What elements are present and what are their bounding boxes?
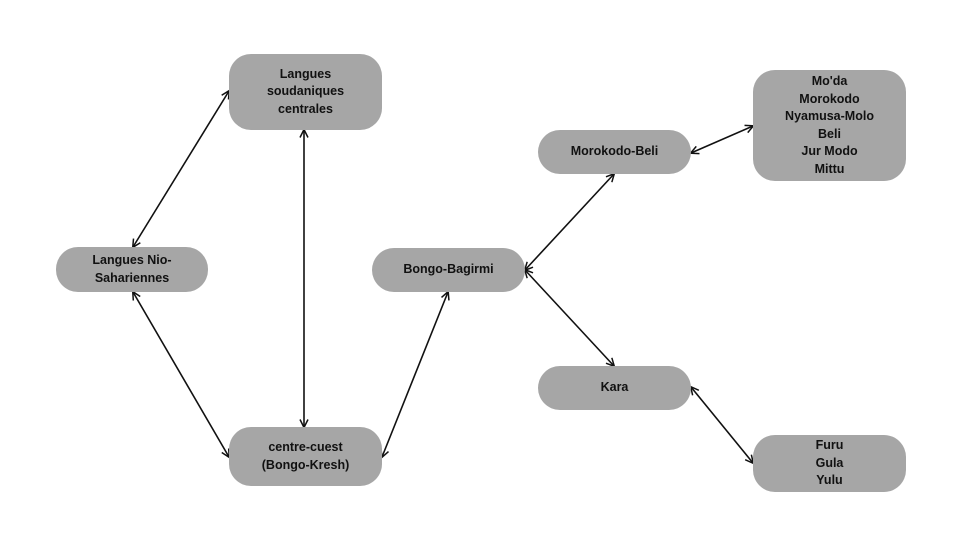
node-text-line: Kara <box>600 380 629 395</box>
node-kara: Kara <box>538 366 691 410</box>
node-text-line: soudaniques <box>266 84 345 99</box>
node-text-line: Beli <box>818 126 841 141</box>
node-centre-cuest: centre-cuest (Bongo-Kresh) <box>229 427 382 486</box>
node-text-line: Mittu <box>814 161 845 176</box>
node-text-line: Langues Nio- <box>92 253 172 267</box>
node-text-line: Morokodo-Beli <box>570 144 659 159</box>
node-bongo-bagirmi: Bongo-Bagirmi <box>372 248 525 292</box>
node-text-line: Bongo-Bagirmi <box>403 262 494 277</box>
edge-bongo-kara <box>525 270 614 366</box>
edge-morokodo-langlist <box>691 126 753 153</box>
edge-centre-bongo <box>382 292 448 457</box>
node-text-line: Morokodo <box>799 91 860 106</box>
node-text-line: Yulu <box>816 473 843 488</box>
edge-bongo-morokodo <box>525 174 614 270</box>
node-text-line: Gula <box>815 455 844 470</box>
node-morokodo-beli: Morokodo-Beli <box>538 130 691 174</box>
node-text-line: Mo'da <box>811 74 848 88</box>
node-text-line: Langues <box>279 66 332 81</box>
node-text-line: Nyamusa-Molo <box>785 109 874 123</box>
node-kara-languages: Furu Gula Yulu <box>753 435 906 492</box>
node-morokodo-beli-languages: Mo'da Morokodo Nyamusa-Molo Beli Jur Mod… <box>753 70 906 181</box>
node-langues-soudaniques-centrales: Langues soudaniques centrales <box>229 54 382 130</box>
node-text-line: centre-cuest <box>268 440 343 454</box>
node-langues-nio-sahariennes: Langues Nio- Sahariennes <box>56 247 208 292</box>
node-text-line: Furu <box>815 438 844 453</box>
node-text-line: Jur Modo <box>801 144 858 158</box>
node-text-line: (Bongo-Kresh) <box>261 457 350 472</box>
node-text-line: centrales <box>278 101 333 116</box>
node-text-line: Sahariennes <box>94 270 170 285</box>
edge-soudaniques-nio <box>133 91 229 247</box>
edge-nio-centre <box>133 292 229 457</box>
edge-kara-furu <box>691 387 753 463</box>
